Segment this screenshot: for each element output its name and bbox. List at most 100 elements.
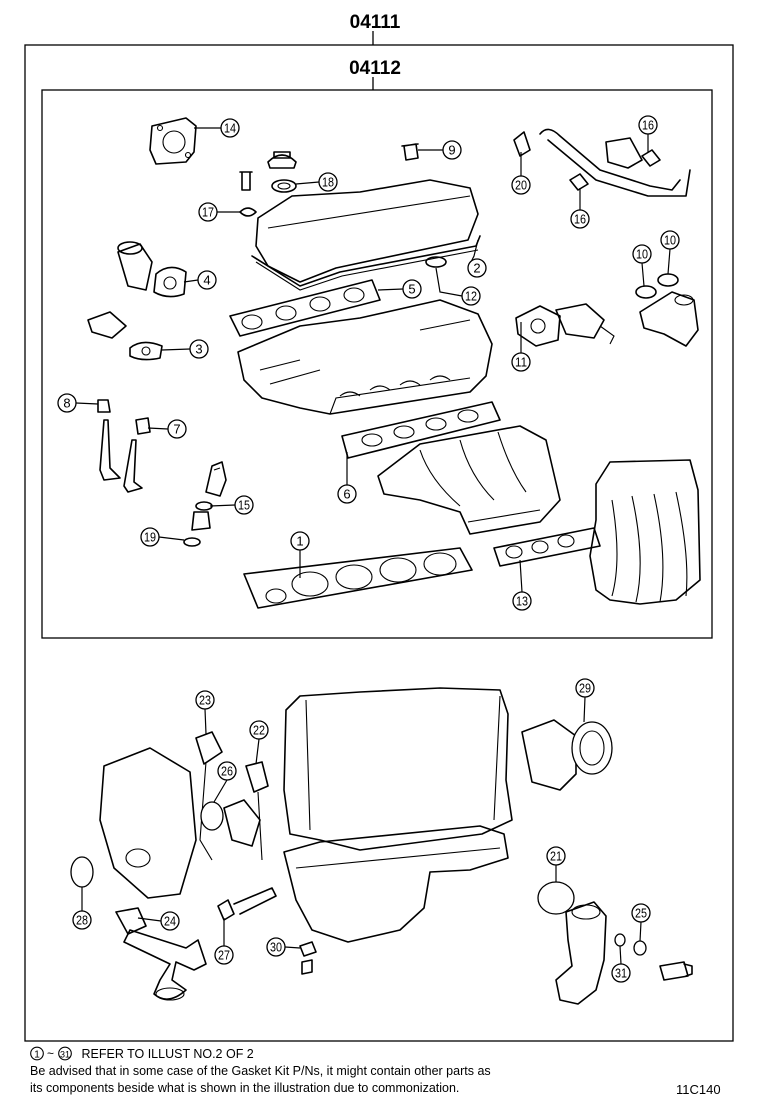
cylinder-head	[237, 299, 493, 415]
note-line-2: its components beside what is shown in t…	[30, 1081, 460, 1095]
callout-number: 4	[203, 273, 210, 288]
callout-number: 18	[322, 175, 334, 190]
part-18-filler-cap	[267, 151, 297, 193]
part-28-seal	[70, 856, 94, 888]
callout-circle	[217, 761, 237, 781]
callout-27: 27	[214, 945, 234, 965]
callout-number: 27	[218, 948, 230, 963]
callout-circle	[511, 352, 531, 372]
callout-circle	[337, 484, 357, 504]
callout-number: 9	[448, 143, 455, 158]
callout-circle	[461, 286, 481, 306]
callout-3: 3	[189, 339, 209, 359]
callout-number: 22	[253, 723, 265, 738]
callout-circle	[631, 903, 651, 923]
part-23-gasket	[195, 731, 223, 861]
callout-10: 10	[632, 244, 652, 264]
part-16-20-egr-pipe	[513, 128, 691, 197]
part-17-grommet	[239, 171, 257, 217]
callout-17: 17	[198, 202, 218, 222]
callout-9: 9	[442, 140, 462, 160]
callout-6: 6	[337, 484, 357, 504]
inner-kit-frame	[41, 77, 713, 639]
callout-15: 15	[234, 495, 254, 515]
callout-25: 25	[631, 903, 651, 923]
part-26-seal	[200, 799, 261, 847]
callout-19: 19	[140, 527, 160, 547]
callout-7: 7	[167, 419, 187, 439]
callout-number: 12	[465, 289, 477, 304]
callout-circle	[220, 118, 240, 138]
part-9-plug	[401, 143, 419, 161]
callout-circle	[318, 172, 338, 192]
illustration-code: 11C140	[676, 1082, 721, 1097]
callout-number: 20	[515, 178, 527, 193]
part-3-gasket	[87, 311, 163, 361]
callout-circle	[442, 140, 462, 160]
callout-circle	[632, 244, 652, 264]
part-7-8-valve-seals	[97, 399, 151, 493]
callout-5: 5	[402, 279, 422, 299]
range-start: 1	[34, 1050, 40, 1061]
part-15-19-injector-seals	[183, 461, 227, 547]
callout-circle	[467, 258, 487, 278]
part-14-gasket	[149, 117, 197, 165]
callout-number: 7	[173, 422, 180, 437]
outer-kit-frame	[24, 31, 734, 1042]
callout-1: 1	[290, 531, 310, 551]
callout-29: 29	[575, 678, 595, 698]
callout-number: 30	[270, 940, 282, 955]
outer-kit-code: 04111	[350, 12, 401, 33]
callout-13: 13	[512, 591, 532, 611]
callout-23: 23	[195, 690, 215, 710]
callout-number: 28	[76, 913, 88, 928]
callout-number: 3	[195, 342, 202, 357]
callout-24: 24	[160, 911, 180, 931]
callout-4: 4	[197, 270, 217, 290]
part-13-gasket	[493, 527, 601, 567]
callout-number: 16	[642, 118, 654, 133]
callout-10: 10	[660, 230, 680, 250]
callout-circle	[402, 279, 422, 299]
callout-circle	[575, 678, 595, 698]
note-line-1: Be advised that in some case of the Gask…	[30, 1064, 491, 1078]
callout-circle	[197, 270, 217, 290]
callout-number: 31	[615, 966, 627, 981]
callout-circle	[195, 690, 215, 710]
callout-30: 30	[266, 937, 286, 957]
callout-2: 2	[467, 258, 487, 278]
part-4-water-inlet-gasket	[117, 241, 187, 298]
callout-circle	[249, 720, 269, 740]
callout-number: 16	[574, 212, 586, 227]
callout-number: 29	[579, 681, 591, 696]
callout-12: 12	[461, 286, 481, 306]
callout-16: 16	[570, 209, 590, 229]
callout-28: 28	[72, 910, 92, 930]
callout-circle	[189, 339, 209, 359]
callout-22: 22	[249, 720, 269, 740]
callout-circle	[198, 202, 218, 222]
callout-number: 5	[408, 282, 415, 297]
callout-range-marker: 1 ~ 31	[30, 1047, 72, 1061]
callout-number: 26	[221, 764, 233, 779]
callout-26: 26	[217, 761, 237, 781]
callout-circle	[611, 963, 631, 983]
callout-circle	[660, 230, 680, 250]
callout-number: 11	[515, 355, 527, 370]
part-11-gaskets	[515, 303, 615, 347]
range-separator: ~	[47, 1047, 54, 1061]
callout-number: 6	[343, 487, 350, 502]
callout-circle	[160, 911, 180, 931]
callout-number: 23	[199, 693, 211, 708]
part-6-exhaust-gasket	[341, 401, 501, 459]
callout-number: 19	[144, 530, 156, 545]
callout-circle	[167, 419, 187, 439]
callout-circle	[214, 945, 234, 965]
callout-circle	[290, 531, 310, 551]
callout-14: 14	[220, 118, 240, 138]
callout-circle	[57, 393, 77, 413]
part-2-head-cover	[251, 179, 481, 291]
callout-16: 16	[638, 115, 658, 135]
